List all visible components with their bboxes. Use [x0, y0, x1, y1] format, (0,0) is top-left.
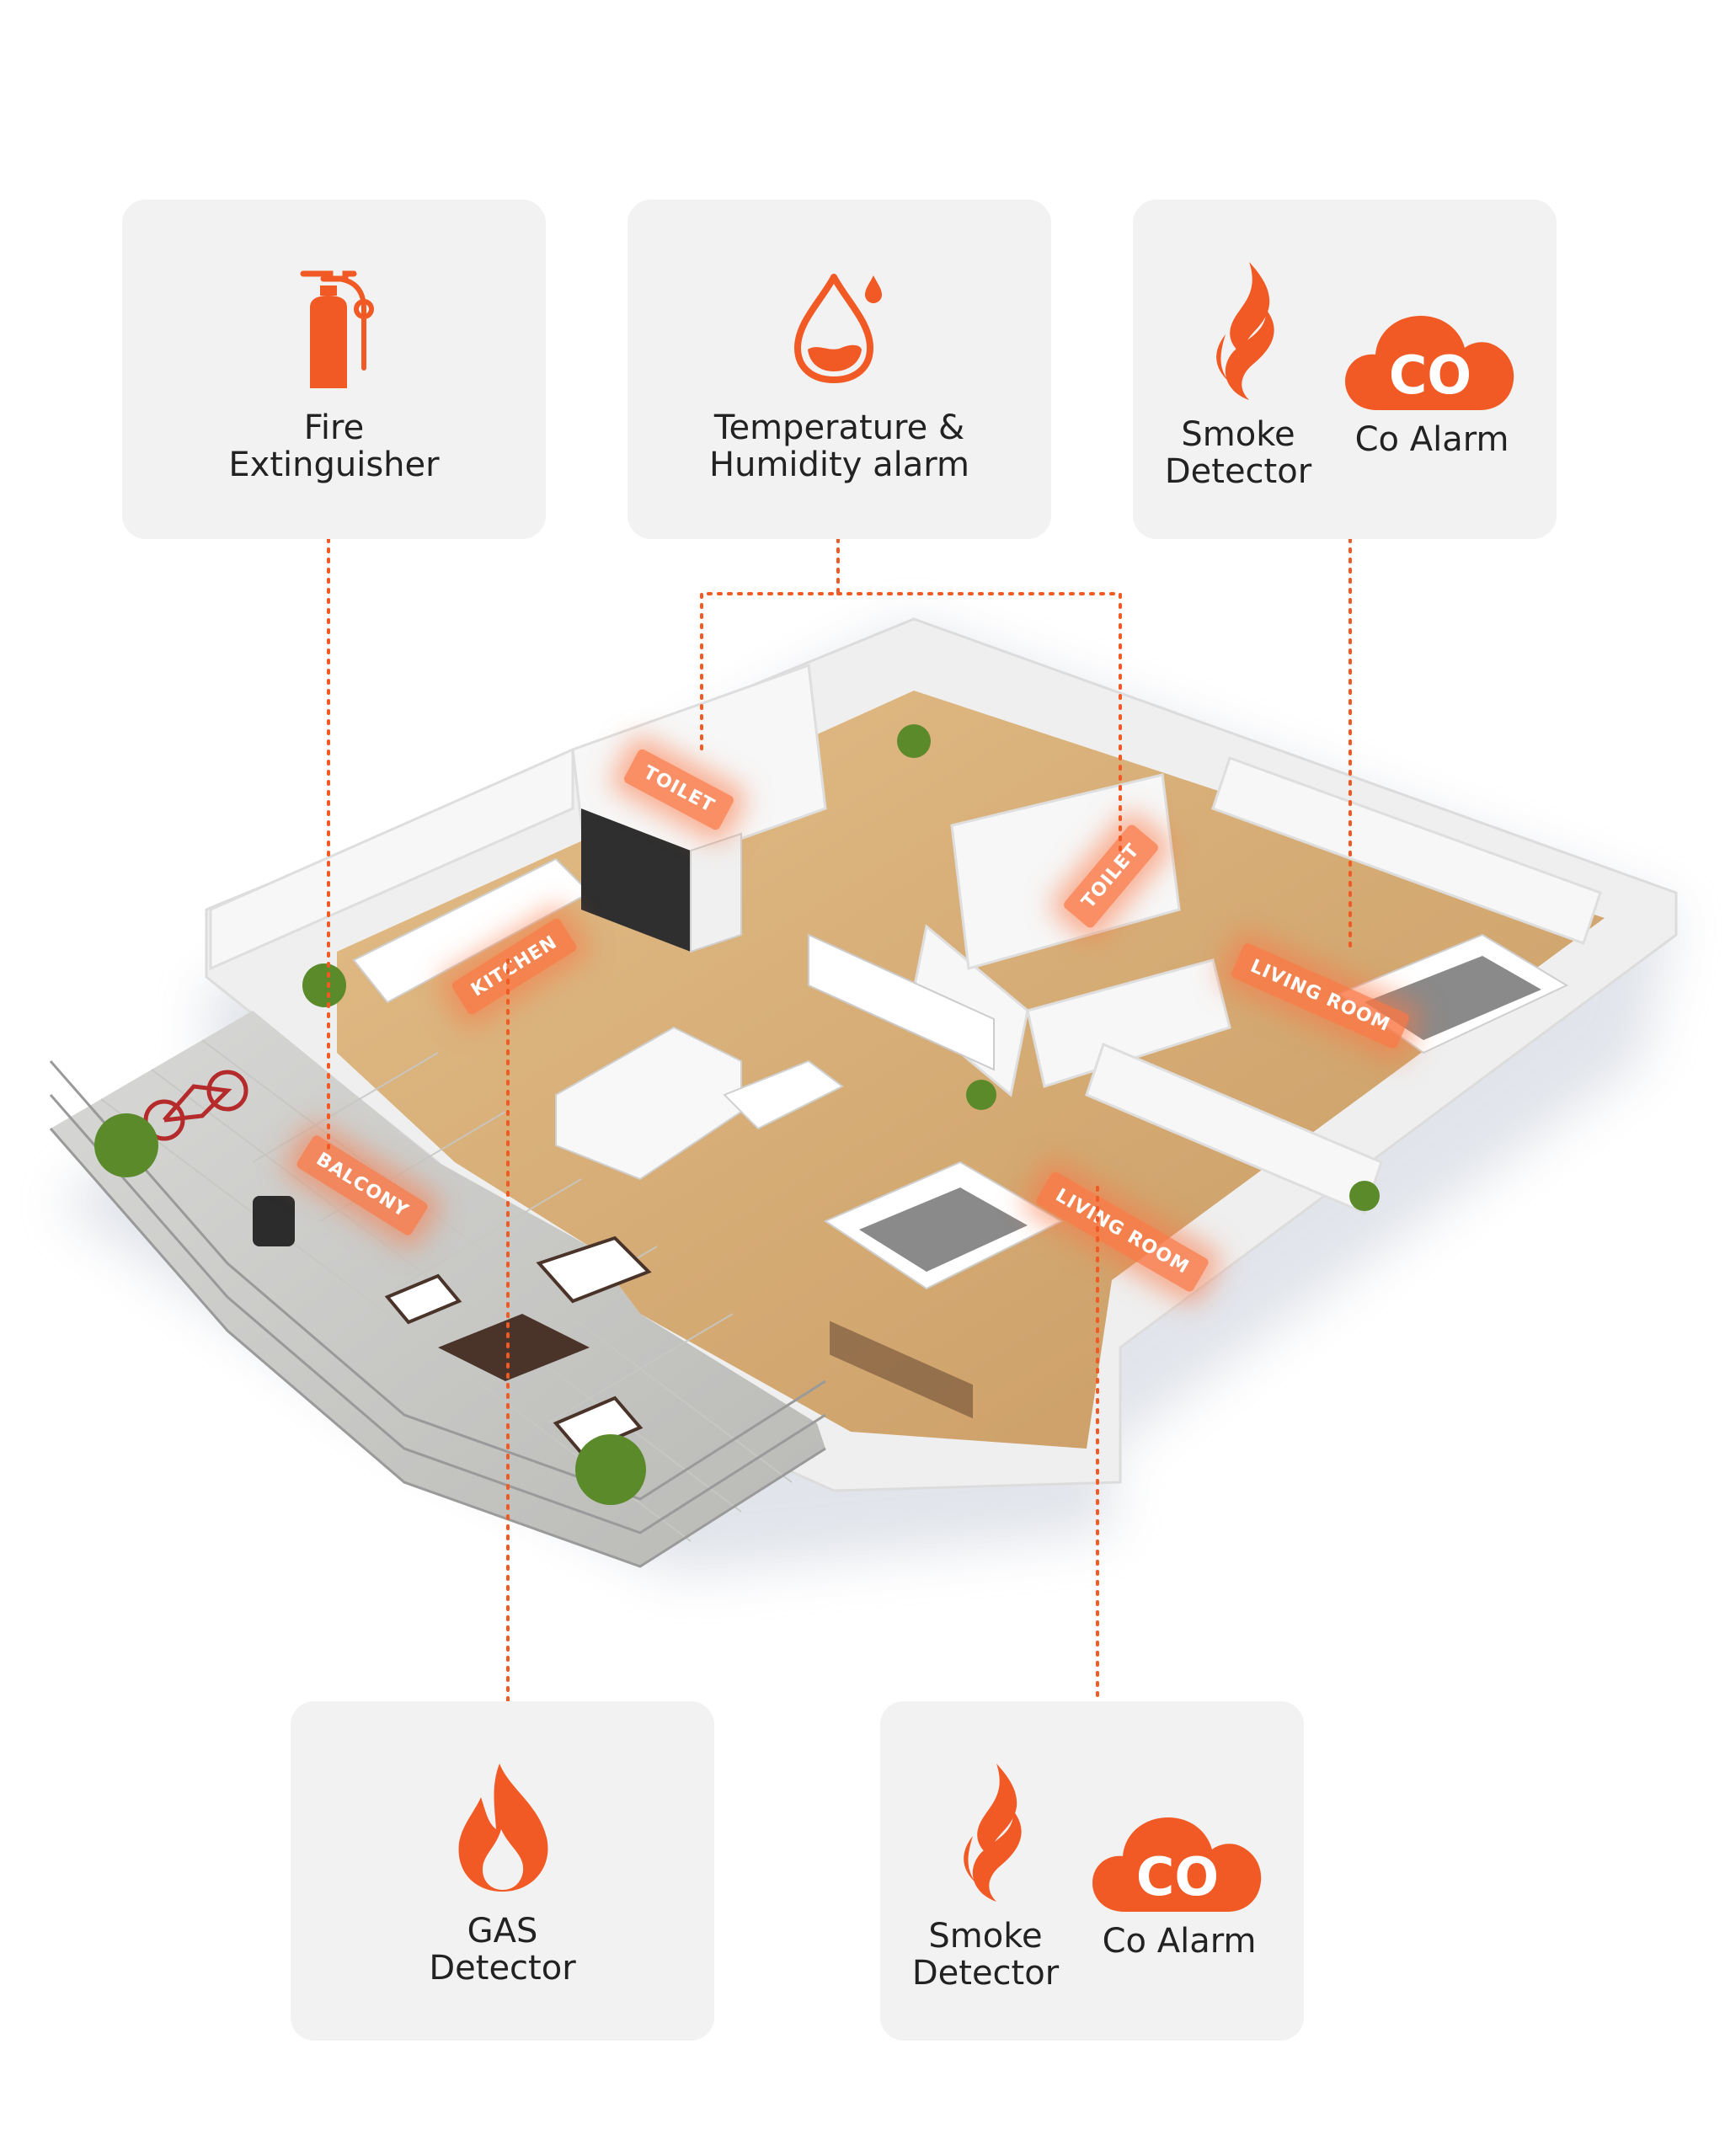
card-smoke-co-top-smoke-line1: Smoke	[1181, 415, 1295, 454]
smoke-icon	[1216, 262, 1274, 400]
wall-corridor	[1026, 958, 1231, 1088]
bedroom-bottom-bed	[823, 1161, 1064, 1290]
water-drop-icon	[794, 274, 882, 383]
co-cloud-text: CO	[1389, 344, 1471, 406]
living-sofa	[555, 1026, 844, 1181]
smoke-icon-bottom	[964, 1764, 1022, 1902]
wall-right-room	[1211, 756, 1602, 945]
leader-temp-humidity	[700, 537, 840, 755]
leader-temp-humidity-right	[836, 592, 1122, 852]
card-gas-detector: GAS Detector	[291, 1701, 714, 2041]
card-temperature-humidity: Temperature & Humidity alarm	[628, 200, 1051, 539]
balcony-furniture	[253, 1196, 652, 1455]
card-fire-extinguisher: Fire Extinguisher	[122, 200, 546, 539]
bookshelf	[808, 933, 995, 1419]
kitchen-counters	[352, 808, 742, 1004]
card-smoke-co-top-smoke-line2: Detector	[1164, 452, 1312, 491]
card-gas-detector-line1: GAS	[467, 1912, 538, 1951]
card-smoke-co-bottom-smoke-line2: Detector	[911, 1954, 1060, 1993]
card-smoke-co-top-co-label: Co Alarm	[1354, 420, 1509, 459]
wall-bedroom-divider	[1085, 1042, 1383, 1215]
card-smoke-co-top: Smoke Detector CO Co Alarm	[1133, 200, 1557, 539]
card-smoke-co-bottom-smoke-line1: Smoke	[928, 1917, 1043, 1956]
fire-extinguisher-icon	[300, 270, 374, 388]
co-cloud-icon: CO	[1345, 316, 1514, 410]
card-smoke-co-bottom: Smoke Detector CO Co Alarm	[880, 1701, 1304, 2041]
card-smoke-co-bottom-co-label: Co Alarm	[1102, 1922, 1257, 1961]
card-fire-extinguisher-line1: Fire	[303, 408, 365, 447]
wall-bath-right	[950, 773, 1181, 970]
card-temperature-humidity-line2: Humidity alarm	[709, 446, 969, 484]
plants	[94, 724, 1380, 1505]
co-cloud-text-bottom: CO	[1136, 1846, 1219, 1908]
co-cloud-icon-bottom: CO	[1092, 1817, 1262, 1912]
card-temperature-humidity-line1: Temperature &	[713, 408, 965, 447]
flame-icon	[458, 1764, 548, 1892]
wall-kitchen-back	[209, 747, 574, 971]
card-gas-detector-line2: Detector	[429, 1949, 576, 1988]
card-fire-extinguisher-line2: Extinguisher	[228, 446, 440, 484]
